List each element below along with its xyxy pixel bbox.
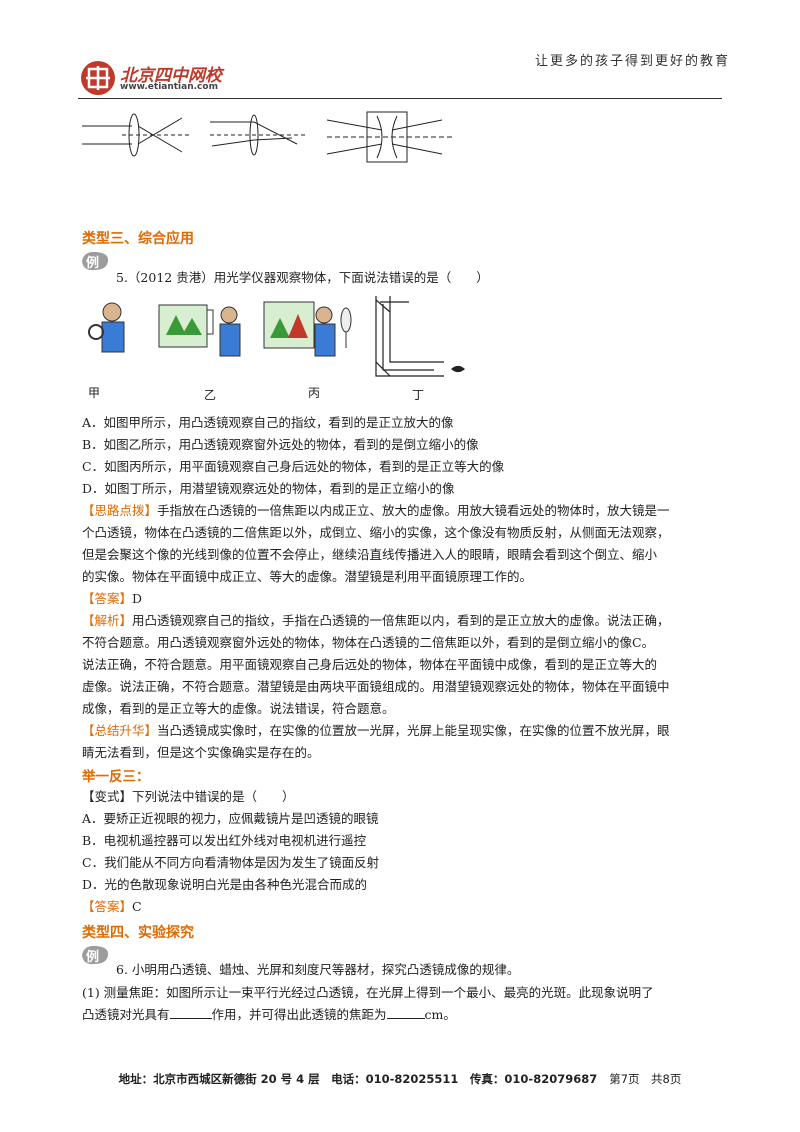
q5-option-d: D．如图丁所示，用潜望镜观察远处的物体，看到的是正立缩小的像	[82, 481, 455, 496]
q5-option-b: B．如图乙所示，用凸透镜观察窗外远处的物体，看到的是倒立缩小的像	[82, 437, 479, 452]
example-badge: 例	[80, 250, 110, 272]
figure-label-jia: 甲	[88, 386, 101, 400]
variant-answer: 【答案】C	[82, 896, 142, 918]
logo-text: 北京四中网校	[120, 66, 222, 86]
figure-jia	[88, 302, 125, 353]
q5-answer: 【答案】D	[82, 588, 142, 610]
q5-hint-line-4: 的实像。物体在平面镜中成正立、等大的虚像。潜望镜是利用平面镜原理工作的。	[82, 569, 533, 584]
analysis-tag: 【解析】	[82, 613, 133, 628]
answer-value: D	[132, 591, 143, 606]
badge-label: 例	[86, 950, 100, 965]
footer-address: 地址：北京市西城区新德街 20 号 4 层 电话：010-82025511 传真…	[118, 1072, 598, 1086]
q5-analysis-line-5: 成像，看到的是正立等大的虚像。说法错误，符合题意。	[82, 701, 395, 716]
q5-figures: 甲 乙 丙 丁	[84, 290, 474, 402]
q5-analysis-line-3: 说法正确，不符合题意。用平面镜观察自己身后远处的物体，物体在平面镜中成像，看到的…	[82, 657, 658, 672]
section-title-3: 类型三、综合应用	[82, 231, 194, 247]
badge-label: 例	[86, 256, 100, 271]
variant-stem: 【变式】下列说法中错误的是（ ）	[82, 789, 295, 804]
variant-title: 举一反三：	[82, 769, 150, 785]
summary-tag: 【总结升华】	[82, 723, 158, 738]
section-title-4: 类型四、实验探究	[82, 925, 194, 941]
school-logo: 北京四中网校 www.etiantian.com	[78, 58, 258, 104]
q6-part1-line-1: (1) 测量焦距：如图所示让一束平行光经过凸透镜，在光屏上得到一个最小、最亮的光…	[82, 985, 654, 1000]
q5-analysis-line-2: 不符合题意。用凸透镜观察窗外远处的物体，物体在凸透镜的二倍焦距以外，看到的是倒立…	[82, 635, 655, 650]
answer-tag: 【答案】	[82, 899, 133, 914]
variant-option-a: A．要矫正近视眼的视力，应佩戴镜片是凹透镜的眼镜	[82, 811, 379, 826]
figure-label-yi: 乙	[204, 388, 217, 402]
answer-value: C	[132, 899, 142, 914]
page-number: 第7页 共8页	[609, 1072, 682, 1086]
q5-hint-line-2: 个凸透镜，物体在凸透镜的二倍焦距以外，成倒立、缩小的实像，这个像没有物质反射，从…	[82, 525, 670, 540]
q5-analysis-line-1: 【解析】用凸透镜观察自己的指纹，手指在凸透镜的一倍焦距以内，看到的是正立放大的虚…	[82, 613, 670, 628]
figure-label-bing: 丙	[308, 386, 321, 400]
page-footer: 地址：北京市西城区新德街 20 号 4 层 电话：010-82025511 传真…	[0, 1071, 800, 1087]
q5-summary-line-1: 【总结升华】当凸透镜成实像时，在实像的位置放一光屏，光屏上能呈现实像，在实像的位…	[82, 723, 670, 738]
header-slogan: 让更多的孩子得到更好的教育	[534, 54, 730, 69]
example-badge: 例	[80, 944, 110, 966]
variant-option-b: B．电视机遥控器可以发出红外线对电视机进行遥控	[82, 833, 367, 848]
q5-stem: 5.（2012 贵港）用光学仪器观察物体，下面说法错误的是（ ）	[116, 270, 489, 285]
q5-option-c: C．如图丙所示，用平面镜观察自己身后远处的物体，看到的是正立等大的像	[82, 459, 505, 474]
variant-option-c: C．我们能从不同方向看清物体是因为发生了镜面反射	[82, 855, 380, 870]
q5-hint-line-1: 【思路点拨】手指放在凸透镜的一倍焦距以内成正立、放大的虚像。用放大镜看远处的物体…	[82, 503, 670, 518]
q5-option-a: A．如图甲所示，用凸透镜观察自己的指纹，看到的是正立放大的像	[82, 415, 454, 430]
hint-tag: 【思路点拨】	[82, 503, 158, 518]
lens-ray-diagrams	[82, 110, 462, 170]
variant-option-d: D．光的色散现象说明白光是由各种色光混合而成的	[82, 877, 368, 892]
answer-blank-2[interactable]	[386, 1006, 425, 1019]
q5-summary-line-2: 睛无法看到，但是这个实像确实是存在的。	[82, 745, 320, 760]
answer-tag: 【答案】	[82, 591, 133, 606]
logo-url: www.etiantian.com	[120, 82, 218, 92]
answer-blank-1[interactable]	[169, 1006, 212, 1019]
q6-stem: 6. 小明用凸透镜、蜡烛、光屏和刻度尺等器材，探究凸透镜成像的规律。	[116, 962, 520, 977]
figure-label-ding: 丁	[412, 388, 425, 402]
header-divider	[78, 98, 722, 99]
q5-analysis-line-4: 虚像。说法正确，不符合题意。潜望镜是由两块平面镜组成的。用潜望镜观察远处的物体，…	[82, 679, 670, 694]
q5-hint-line-3: 但是会聚这个像的光线到像的位置不会停止，继续沿直线传播进入人的眼睛，眼睛会看到这…	[82, 547, 658, 562]
